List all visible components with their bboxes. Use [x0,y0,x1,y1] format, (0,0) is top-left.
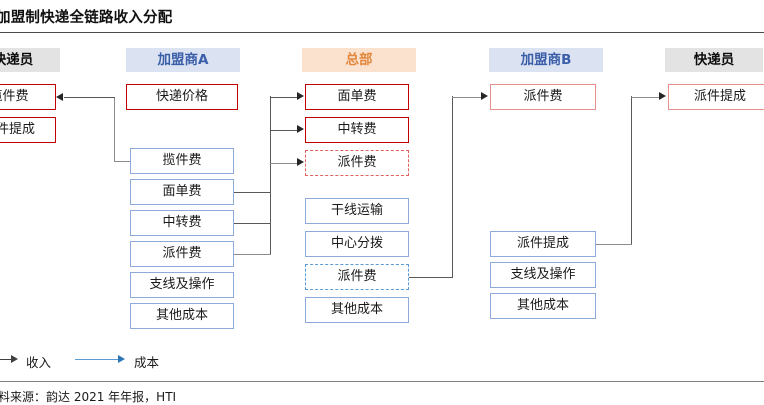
title-divider [0,32,764,33]
box-hq-revenue-miandanfei[interactable]: 面单费 [305,84,409,110]
arrowhead-hq-paijianfei [297,158,304,166]
box-courier-left-revenue-paijianticheng[interactable]: 派件提成 [0,117,56,143]
connector-hq-zhongzhuanfei-in [270,129,298,131]
box-franchisee-a-cost-zhixianjicaozuo[interactable]: 支线及操作 [130,272,234,298]
box-franchisee-a-cost-miandanfei[interactable]: 面单费 [130,179,234,205]
box-franchisee-a-cost-zhongzhuanfei[interactable]: 中转费 [130,210,234,236]
box-franchisee-b-cost-qitachengben[interactable]: 其他成本 [490,293,596,319]
box-franchisee-b-cost-paijianticheng[interactable]: 派件提成 [490,231,596,257]
connector-bus-a-to-hq [270,96,272,254]
box-franchisee-a-cost-lanjianfei[interactable]: 揽件费 [130,148,234,174]
legend-cost-label: 成本 [134,355,160,370]
box-hq-cost-zhongxinfenbo[interactable]: 中心分拨 [305,231,409,257]
legend-revenue-line [0,359,12,361]
box-franchisee-a-revenue-price[interactable]: 快递价格 [126,84,238,110]
legend-revenue-arrow-icon [11,355,18,363]
box-courier-left-revenue-lanjianfei[interactable]: 揽件费 [0,84,56,110]
connector-a-lanjianfei-to-courier [64,97,115,99]
box-hq-cost-ganxianyunshu[interactable]: 干线运输 [305,198,409,224]
connector-b-to-courier-riser [631,96,633,244]
box-franchisee-a-cost-paijianfei[interactable]: 派件费 [130,241,234,267]
box-hq-cost-qitachengben[interactable]: 其他成本 [305,297,409,323]
legend-cost-arrow-icon [118,355,125,363]
connector-hq-miandanfei-in [270,96,298,98]
connector-a-zhongzhuanfei-out [234,222,271,224]
arrowhead-courier-left-lanjianfei [56,92,63,101]
connector-a-miandanfei-out [234,191,271,193]
footer-divider [0,381,764,382]
arrowhead-courier-right-paijianticheng [659,92,666,100]
connector-a-lanjianfei-out [114,160,130,162]
connector-a-lanjianfei-riser [114,97,116,161]
legend-revenue-label: 收入 [26,355,52,370]
box-hq-revenue-zhongzhuanfei[interactable]: 中转费 [305,117,409,143]
arrowhead-hq-miandanfei [297,92,304,100]
column-header-franchisee-b: 加盟商B [489,48,603,72]
column-header-franchisee-a: 加盟商A [126,48,240,72]
box-hq-cost-paijianfei[interactable]: 派件费 [305,264,409,290]
column-header-headquarters: 总部 [302,48,416,72]
legend-cost-line [75,359,119,361]
column-header-courier-right: 快递员 [665,48,763,72]
column-header-courier-left: 快递员 [0,48,60,72]
arrowhead-b-paijianfei [481,92,488,100]
page-title: 加盟制快递全链路收入分配 [0,10,173,26]
source-note: 资料来源：韵达 2021 年年报，HTI [0,390,177,404]
box-courier-right-revenue-paijianticheng[interactable]: 派件提成 [668,84,764,110]
connector-hq-paijianfei-in [270,162,298,164]
box-franchisee-a-cost-qitachengben[interactable]: 其他成本 [130,303,234,329]
box-franchisee-b-cost-zhixianjicaozuo[interactable]: 支线及操作 [490,262,596,288]
box-hq-revenue-paijianfei[interactable]: 派件费 [305,150,409,176]
arrowhead-hq-zhongzhuanfei [297,125,304,133]
connector-hq-paijianfei-cost-out [409,276,453,278]
connector-courier-right-in [631,96,660,98]
connector-a-paijianfei-out [234,253,271,255]
connector-b-paijianticheng-out [596,243,632,245]
connector-hq-to-b-riser [452,96,454,277]
box-franchisee-b-revenue-paijianfei[interactable]: 派件费 [490,84,596,110]
connector-b-paijianfei-in [452,96,482,98]
